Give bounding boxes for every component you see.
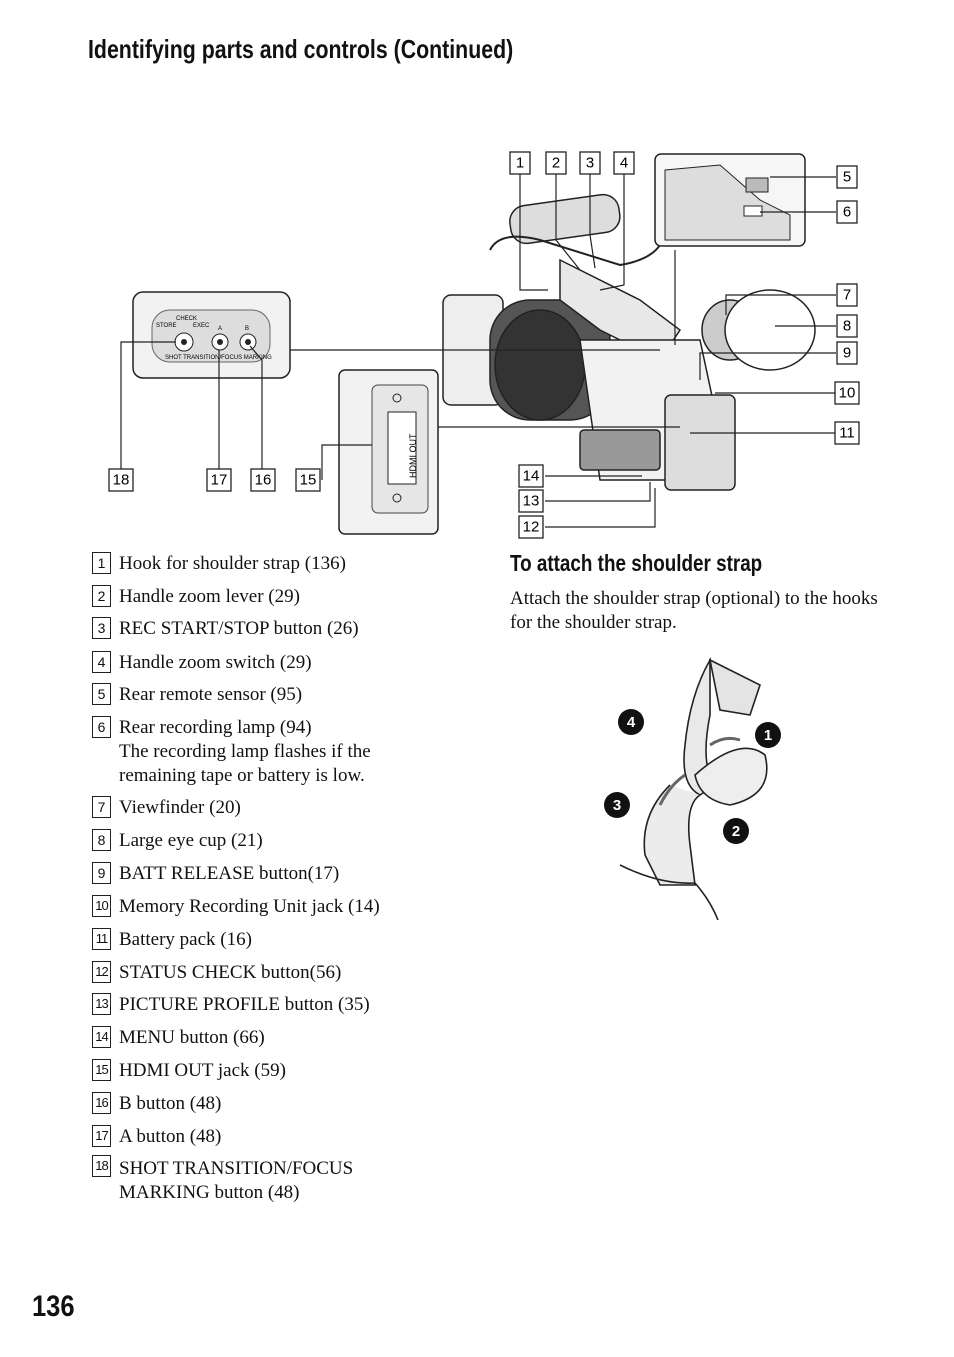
panel-check-label: CHECK	[176, 316, 197, 322]
svg-text:2: 2	[552, 155, 560, 172]
svg-text:4: 4	[627, 714, 636, 731]
callout-3: 3	[579, 151, 601, 175]
callout-17: 17	[206, 468, 232, 492]
svg-text:4: 4	[620, 155, 628, 172]
leader-lines	[120, 172, 836, 528]
panel-a-label: A	[218, 326, 222, 332]
svg-text:10: 10	[839, 385, 856, 402]
svg-text:8: 8	[843, 318, 851, 335]
strap-step-4: 4	[618, 709, 644, 735]
page-number: 136	[32, 1290, 75, 1323]
callout-14: 14	[518, 464, 544, 488]
svg-text:2: 2	[732, 823, 740, 840]
strap-step-1: 1	[755, 722, 781, 748]
svg-text:16: 16	[255, 472, 272, 489]
panel-store-label: STORE	[156, 323, 177, 329]
callout-15: 15	[295, 468, 321, 492]
svg-text:12: 12	[523, 519, 540, 536]
svg-text:13: 13	[523, 493, 540, 510]
callout-10: 10	[834, 381, 860, 405]
callout-18: 18	[108, 468, 134, 492]
svg-text:6: 6	[843, 204, 851, 221]
svg-text:3: 3	[586, 155, 594, 172]
svg-text:18: 18	[113, 472, 130, 489]
svg-text:17: 17	[211, 472, 228, 489]
svg-text:3: 3	[613, 797, 621, 814]
callout-7: 7	[836, 283, 858, 307]
section-title: To attach the shoulder strap	[510, 550, 763, 576]
callout-1: 1	[509, 151, 531, 175]
svg-text:5: 5	[843, 169, 851, 186]
callout-8: 8	[836, 314, 858, 338]
section-body: Attach the shoulder strap (optional) to …	[510, 588, 878, 633]
callout-12: 12	[518, 515, 544, 539]
callout-13: 13	[518, 489, 544, 513]
hdmi-out-label: HDMI OUT	[408, 433, 418, 478]
callout-6: 6	[836, 200, 858, 224]
svg-text:15: 15	[300, 472, 317, 489]
svg-text:7: 7	[843, 287, 851, 304]
strap-step-3: 3	[604, 792, 630, 818]
panel-exec-label: EXEC	[193, 323, 210, 329]
strap-step-2: 2	[723, 818, 749, 844]
callout-2: 2	[545, 151, 567, 175]
svg-text:1: 1	[764, 727, 772, 744]
svg-text:9: 9	[843, 345, 851, 362]
camcorder-diagram: CHECK STORE EXEC A B SHOT TRANSITION/FOC…	[108, 151, 860, 539]
callout-9: 9	[836, 341, 858, 365]
callout-11: 11	[834, 421, 860, 445]
svg-text:14: 14	[523, 468, 540, 485]
shoulder-strap-illustration: 1 2 3 4	[604, 656, 781, 921]
page-title: Identifying parts and controls (Continue…	[88, 34, 514, 64]
camcorder-illustration	[442, 193, 816, 491]
panel-b-label: B	[245, 326, 249, 332]
svg-text:11: 11	[839, 425, 855, 442]
callout-16: 16	[250, 468, 276, 492]
callout-4: 4	[613, 151, 635, 175]
callout-5: 5	[836, 165, 858, 189]
svg-text:1: 1	[516, 155, 524, 172]
